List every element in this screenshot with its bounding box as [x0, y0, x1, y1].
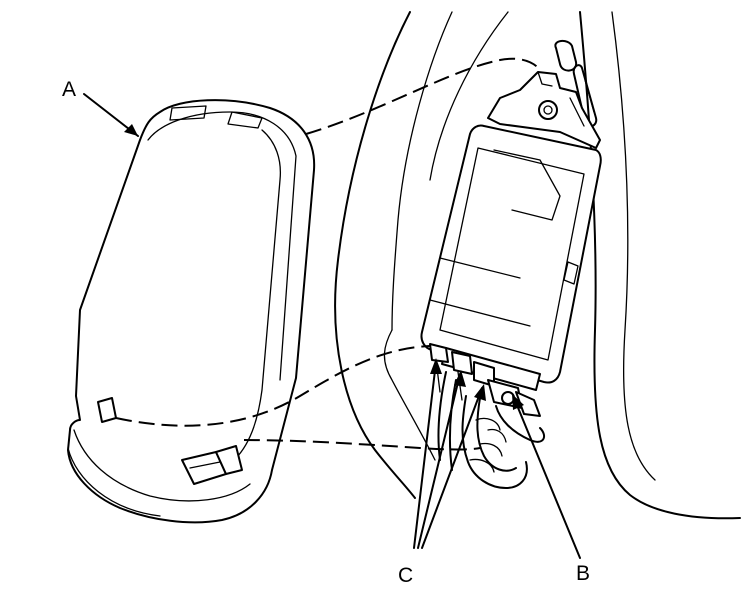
callout-label-b: B [576, 562, 590, 585]
leader-a [83, 93, 139, 137]
leader-c [413, 358, 486, 549]
callout-label-a: A [62, 78, 76, 101]
alignment-lines [115, 57, 541, 451]
leader-b [512, 394, 581, 559]
callout-label-c: C [398, 564, 413, 587]
cover-a [67, 99, 316, 524]
wire-harness [437, 371, 546, 489]
control-unit [420, 71, 602, 391]
connectors-c [429, 343, 495, 401]
mounting-bolt [538, 100, 558, 120]
